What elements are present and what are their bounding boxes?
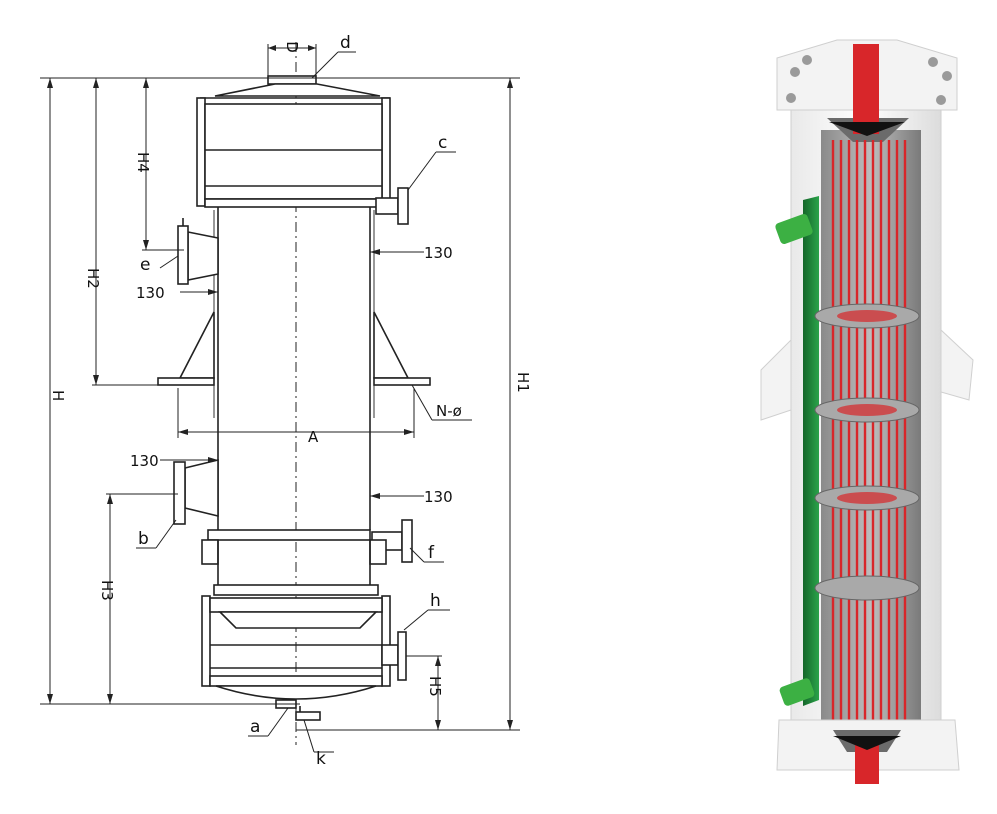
dim-A: A: [177, 388, 415, 446]
dim-130-c: 130: [370, 244, 453, 262]
cutaway-render: [760, 39, 974, 784]
dim-H4: H4: [134, 78, 184, 251]
svg-text:130: 130: [424, 244, 453, 262]
green-nozzle-top: [775, 213, 813, 245]
dim-H4-label: H4: [134, 152, 152, 173]
dim-A-label: A: [308, 428, 319, 446]
dim-N-phi-label: N-ø: [436, 402, 462, 420]
dim-H3: H3: [98, 493, 178, 704]
dim-D-label: D: [283, 41, 301, 53]
tube-bundle: [831, 140, 907, 730]
baffles: [814, 303, 920, 601]
label-b: b: [138, 529, 149, 549]
shell-body: [213, 207, 375, 530]
dim-H: H: [47, 78, 67, 704]
nozzle-h: [381, 631, 407, 681]
top-head: [214, 83, 381, 97]
dim-H1: H1: [507, 78, 532, 730]
bottom-head: [215, 685, 377, 700]
top-channel: [196, 97, 391, 208]
label-d: d: [340, 33, 351, 53]
label-f: f: [428, 543, 435, 563]
dim-H5: H5: [406, 655, 444, 730]
dim-H2: H2: [84, 78, 160, 386]
lug-left-3d: [760, 338, 792, 421]
label-c: c: [438, 133, 447, 153]
label-a: a: [250, 717, 260, 737]
dim-H3-label: H3: [98, 580, 116, 601]
nozzle-b: [173, 458, 219, 525]
dim-H5-label: H5: [426, 676, 444, 697]
nozzle-a-k: [275, 699, 321, 721]
green-nozzle-bottom: [779, 678, 815, 706]
dim-130-b: 130: [130, 452, 218, 470]
support-lug-left: [157, 311, 215, 386]
svg-text:130: 130: [130, 452, 159, 470]
dim-130-f: 130: [370, 488, 453, 506]
svg-text:130: 130: [424, 488, 453, 506]
technical-drawing: D d H H2 H4 H3 H1: [40, 33, 532, 769]
green-jacket: [803, 196, 819, 706]
top-bolts: [786, 55, 952, 105]
dim-H1-label: H1: [514, 372, 532, 393]
svg-text:130: 130: [136, 284, 165, 302]
label-e: e: [140, 255, 150, 275]
label-h: h: [430, 591, 441, 611]
top-nozzle-inner: [853, 44, 879, 134]
label-k: k: [316, 749, 326, 769]
support-lug-right: [373, 311, 431, 386]
dim-130-e: 130: [136, 284, 218, 302]
dim-D: D: [267, 41, 317, 78]
lower-flange: [201, 529, 387, 596]
nozzle-c: [375, 187, 409, 225]
nozzle-e: [177, 218, 219, 285]
dim-H2-label: H2: [84, 268, 102, 289]
lug-right-3d: [940, 328, 974, 401]
bottom-channel: [201, 595, 391, 687]
dim-H-label: H: [49, 390, 67, 401]
